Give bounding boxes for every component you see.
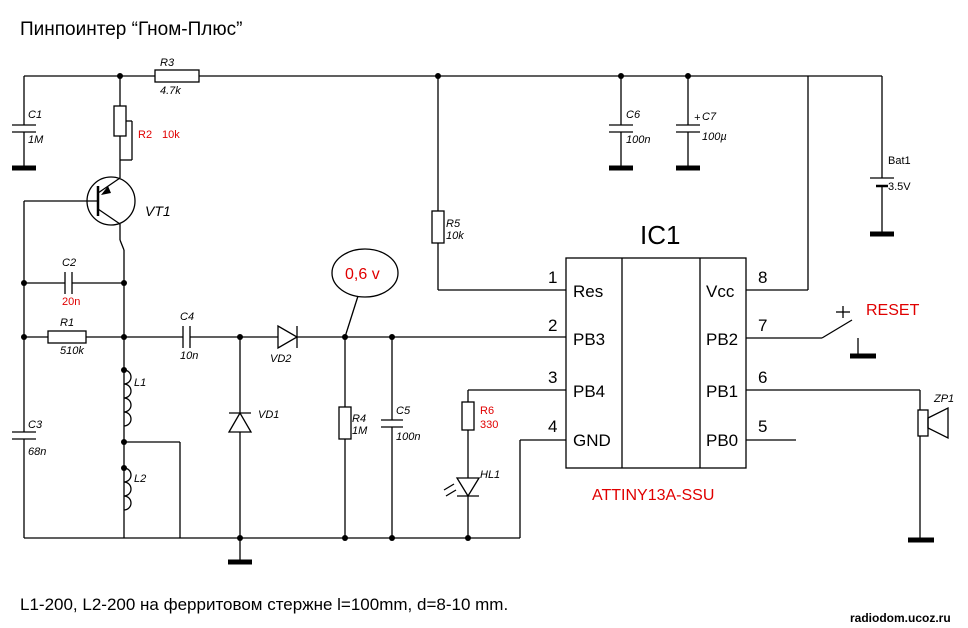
resistor-r5: R5 10k — [431, 76, 566, 291]
vt1-ref: VT1 — [145, 203, 171, 219]
c1-ref: C1 — [28, 109, 42, 121]
schematic-title: Пинпоинтер “Гном-Плюс” — [20, 19, 242, 40]
bat1-ref: Bat1 — [888, 155, 911, 167]
c7-ref: C7 — [702, 111, 717, 123]
resistor-r3: R3 4.7k — [154, 57, 200, 97]
site-watermark: radiodom.ucoz.ru — [850, 611, 951, 625]
pin-8-num: 8 — [758, 268, 767, 287]
r6-ref: R6 — [480, 405, 494, 417]
pin-6-num: 6 — [758, 368, 767, 387]
vd1-ref: VD1 — [258, 409, 279, 421]
trimmer-r2: R2 10k — [113, 76, 180, 178]
inductor-l1: L1 — [123, 369, 146, 427]
resistor-r1: R1 510k — [24, 317, 124, 357]
pin-7-num: 7 — [758, 316, 767, 335]
vd2-ref: VD2 — [270, 353, 291, 365]
resistor-r6: R6 330 — [461, 389, 566, 478]
pin-2-num: 2 — [548, 316, 557, 335]
r5-value: 10k — [446, 230, 464, 242]
capacitor-c3: C3 68n — [12, 419, 46, 538]
pin-1-name: Res — [573, 282, 603, 301]
transistor-vt1: VT1 — [24, 176, 171, 518]
c5-value: 100n — [396, 431, 420, 443]
r1-value: 510k — [60, 345, 84, 357]
c6-ref: C6 — [626, 109, 641, 121]
r3-value: 4.7k — [160, 85, 181, 97]
coil-note: L1-200, L2-200 на ферритовом стержне l=1… — [20, 595, 508, 614]
diode-vd1: VD1 — [227, 337, 279, 538]
capacitor-c1: C1 1M — [12, 76, 44, 171]
pin-8-name: Vcc — [706, 282, 735, 301]
bottom-rail-wire — [24, 439, 566, 565]
c3-value: 68n — [28, 446, 46, 458]
r4-ref: R4 — [352, 413, 366, 425]
pin-1-num: 1 — [548, 268, 557, 287]
r2-value: 10k — [162, 129, 180, 141]
inductor-l2: L2 — [123, 467, 146, 511]
pin-7-name: PB2 — [706, 330, 738, 349]
hl1-ref: HL1 — [480, 469, 500, 481]
svg-text:+: + — [694, 112, 701, 124]
battery-bat1: Bat1 3.5V — [870, 155, 911, 237]
capacitor-c7: + C7 100µ — [676, 76, 727, 171]
junctions — [21, 73, 691, 541]
c4-value: 10n — [180, 350, 198, 362]
r4-value: 1M — [352, 425, 368, 437]
c5-ref: C5 — [396, 405, 411, 417]
r3-ref: R3 — [160, 57, 175, 69]
ic1-right-pins: 8 Vcc 7 PB2 6 PB1 5 PB0 — [706, 268, 767, 450]
c4-ref: C4 — [180, 311, 194, 323]
zp1-ref: ZP1 — [933, 393, 954, 405]
capacitor-c6: C6 100n — [609, 76, 650, 171]
capacitor-c5: C5 100n — [381, 337, 420, 538]
reset-switch: RESET — [746, 302, 920, 359]
r1-ref: R1 — [60, 317, 74, 329]
buzzer-zp1: ZP1 — [746, 389, 954, 543]
ic1-left-pins: 1 Res 2 PB3 3 PB4 4 GND — [548, 268, 611, 450]
top-rail-wire — [24, 75, 883, 178]
r5-ref: R5 — [446, 218, 461, 230]
pin-4-num: 4 — [548, 417, 557, 436]
c3-ref: C3 — [28, 419, 43, 431]
c2-value: 20n — [62, 296, 80, 308]
ic1-chip: IC1 ATTINY13A-SSU — [565, 220, 747, 504]
probe-bubble: 0,6 v — [331, 248, 399, 338]
diode-vd2: VD2 — [270, 324, 566, 365]
l1-ref: L1 — [134, 377, 146, 389]
resistor-r4: R4 1M — [338, 337, 368, 538]
reset-label: RESET — [866, 302, 920, 319]
led-hl1: HL1 — [443, 469, 500, 538]
pin-5-name: PB0 — [706, 431, 738, 450]
c2-ref: C2 — [62, 257, 76, 269]
pin-5-num: 5 — [758, 417, 767, 436]
pin-6-name: PB1 — [706, 382, 738, 401]
pin-2-name: PB3 — [573, 330, 605, 349]
probe-label: 0,6 v — [345, 266, 380, 283]
pin-3-name: PB4 — [573, 382, 605, 401]
c7-value: 100µ — [702, 131, 727, 143]
bat1-value: 3.5V — [888, 181, 911, 193]
vcc-wire — [746, 76, 809, 291]
ic1-ref: IC1 — [640, 220, 680, 250]
capacitor-c2: C2 20n — [24, 257, 124, 308]
pin-4-name: GND — [573, 431, 611, 450]
r2-ref: R2 — [138, 129, 152, 141]
capacitor-c4: C4 10n — [124, 311, 278, 362]
c6-value: 100n — [626, 134, 650, 146]
l2-ref: L2 — [134, 473, 146, 485]
ic1-part: ATTINY13A-SSU — [592, 487, 714, 504]
pin-3-num: 3 — [548, 368, 557, 387]
c1-value: 1M — [28, 134, 44, 146]
r6-value: 330 — [480, 419, 498, 431]
